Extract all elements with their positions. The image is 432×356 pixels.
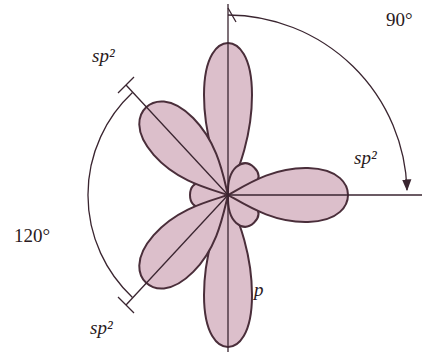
tick-mark (118, 297, 134, 313)
tick-mark (118, 77, 134, 93)
orbital-label: p (254, 280, 264, 299)
orbital-label: sp² (90, 318, 113, 337)
angle-arc-120 (88, 93, 133, 298)
orbital-label: sp² (92, 46, 115, 65)
sp2-axis (126, 195, 228, 305)
angle-label: 120° (14, 226, 50, 245)
angle-label: 90° (386, 10, 413, 29)
orbital-label: sp² (354, 148, 377, 167)
sp2-axis (126, 85, 228, 195)
angle-arc-90 (228, 15, 407, 190)
tick-mark (228, 8, 236, 22)
z-axis (227, 4, 228, 352)
x-axis (228, 194, 422, 195)
